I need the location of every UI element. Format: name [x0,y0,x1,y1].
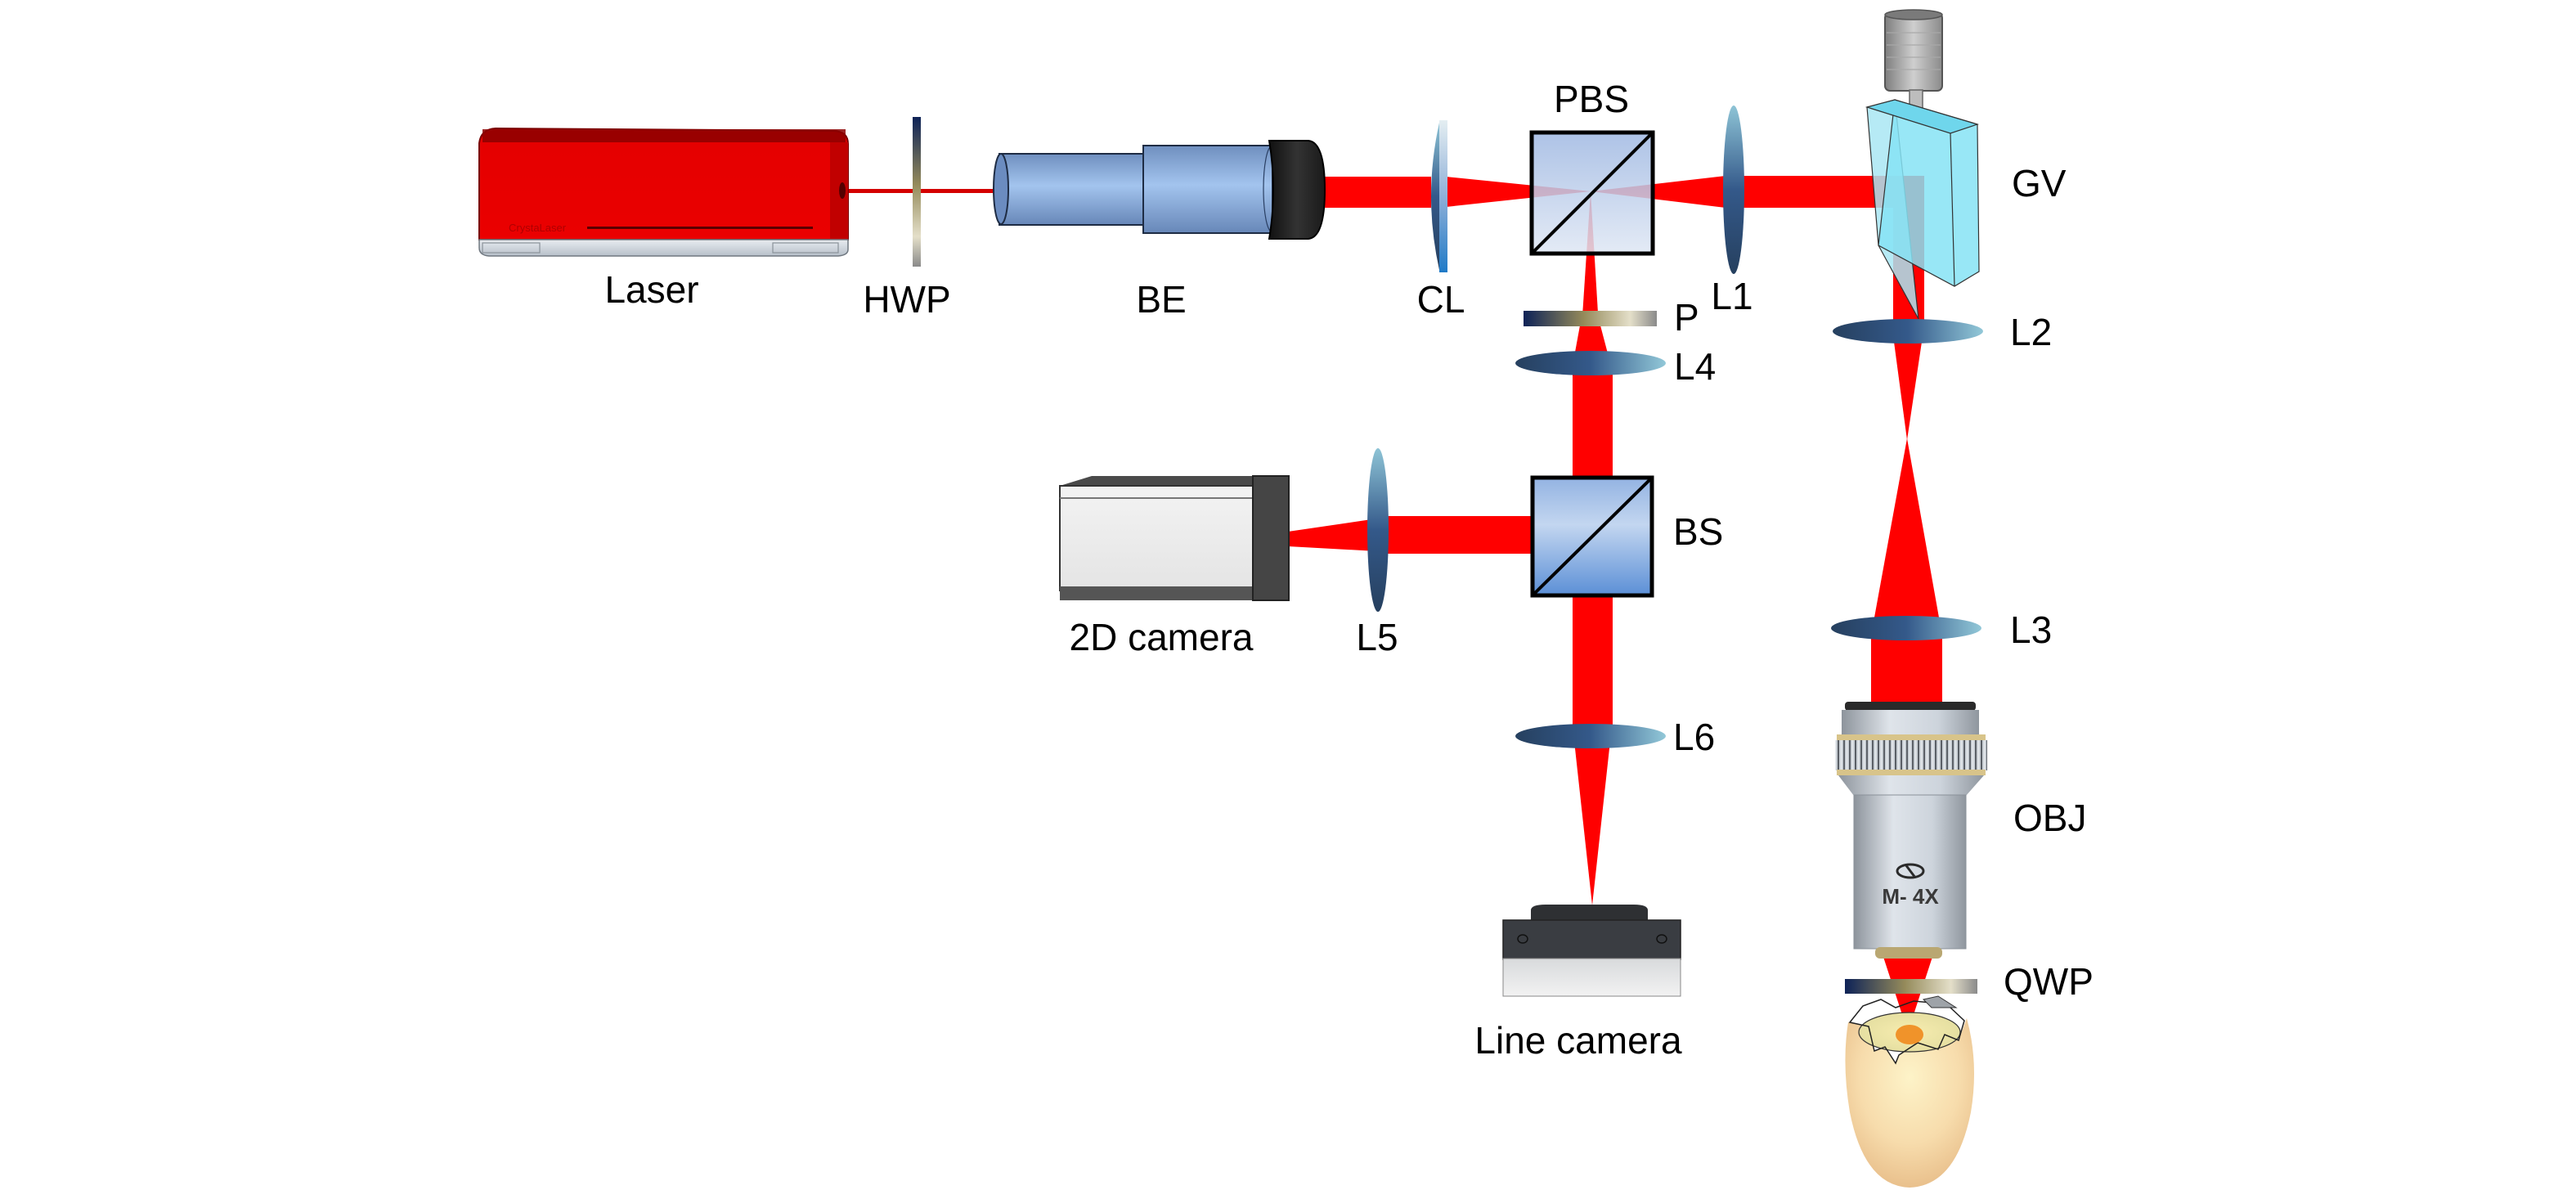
egg-yolk-spot [1896,1025,1923,1044]
laser-base [478,239,849,257]
label-l2: L2 [2010,311,2052,353]
egg-shell [1845,1018,1974,1188]
laser-brand-text: CrystaLaser [509,222,567,234]
galvo-motor-top [1884,9,1943,20]
laser-foot-left [482,242,541,254]
obj-gold-band-top [1837,734,1986,740]
beam-focus-to-l3 [1874,438,1939,617]
laser: CrystaLaser [478,127,849,257]
beam-cl-to-pbs-focus [1446,177,1591,207]
beam-l5-to-camera [1288,519,1377,551]
camera-2d-body [1059,485,1255,591]
camera-2d-top [1060,476,1288,486]
camera-2d-bottom [1060,586,1254,600]
be-end-cap [1268,140,1326,240]
line-camera-screw-left [1517,934,1528,944]
beam-p-to-l4 [1574,326,1609,357]
obj-top-rim [1845,702,1976,711]
be-large-tube [1142,145,1273,234]
label-obj: OBJ [2013,797,2086,839]
camera-2d-front [1252,475,1290,601]
beam-be-to-cl [1323,177,1431,208]
lens-l6 [1515,724,1666,748]
laser-foot-right [772,242,839,254]
beam-obj-to-sample [1883,957,1932,1032]
obj-logo-icon [1896,863,1925,879]
label-be: BE [1136,278,1186,321]
bs-diagonal [1533,478,1652,595]
label-l3: L3 [2010,608,2052,651]
obj-knurled-ring [1835,740,1987,770]
beam-splitter [1530,475,1654,598]
label-l6: L6 [1673,716,1715,758]
beam-pbs-to-l1 [1591,176,1726,208]
laser-aperture [839,182,846,199]
line-camera-screw-right [1656,934,1667,944]
line-camera-head [1502,919,1681,960]
label-l4: L4 [1674,345,1716,388]
lens-l2 [1833,319,1983,344]
lens-l1 [1723,106,1744,274]
egg-crack-edge [1848,999,1965,1065]
laser-stripe [587,227,813,229]
laser-top-edge [482,129,846,142]
cylindrical-lens [1431,120,1447,272]
beam-l4-to-bs [1573,368,1613,478]
cl-curved-face [1431,123,1441,270]
camera-2d [1059,475,1290,601]
lens-l5 [1367,448,1389,612]
label-l1: L1 [1711,275,1752,317]
line-camera-lens-mount [1531,905,1648,920]
label-2d-camera: 2D camera [1070,616,1254,658]
beam-expander [993,140,1326,240]
be-small-tube [999,153,1146,226]
objective-lens: M- 4X [1835,702,1987,959]
line-camera [1502,905,1681,997]
line-camera-base [1502,958,1681,997]
egg-sample [1845,995,1974,1188]
label-l5: L5 [1356,616,1398,658]
galvo-block-top [1865,99,1979,134]
be-input-face [993,153,1009,225]
beam-bs-to-l5 [1382,516,1533,554]
obj-upper-body [1842,710,1979,736]
beam-l3-to-obj [1871,636,1942,703]
galvo-edge [1950,132,1955,287]
pbs-diagonal [1532,132,1653,254]
polarizing-beam-splitter [1529,130,1655,256]
galvo-mirror [1865,9,1980,320]
obj-marking: M- 4X [1882,884,1939,909]
half-wave-plate [913,117,921,267]
label-cl: CL [1417,278,1465,321]
beam-l6-to-line-camera [1574,741,1610,905]
egg-shell-fragment [1923,995,1958,1008]
cl-flat-face [1439,120,1447,272]
laser-side-face [830,142,848,240]
galvo-motor [1884,12,1943,92]
lens-l4 [1515,351,1666,375]
polarizer [1524,311,1657,326]
label-hwp: HWP [863,278,950,321]
quarter-wave-plate [1845,979,1977,994]
label-p: P [1674,296,1699,339]
beam-l2-to-focus [1894,342,1922,440]
obj-tip [1875,947,1942,959]
beam-path [842,176,1942,1032]
label-gv: GV [2012,162,2067,204]
beam-bs-to-l6 [1573,594,1613,731]
label-qwp: QWP [2004,960,2094,1003]
label-line-camera: Line camera [1474,1019,1682,1062]
obj-gold-band-bottom [1837,770,1986,775]
galvo-motor-rings [1887,32,1941,70]
label-laser: Laser [604,268,698,311]
label-bs: BS [1673,510,1723,553]
lens-l3 [1831,616,1981,640]
obj-taper [1838,775,1984,796]
label-pbs: PBS [1554,78,1629,120]
